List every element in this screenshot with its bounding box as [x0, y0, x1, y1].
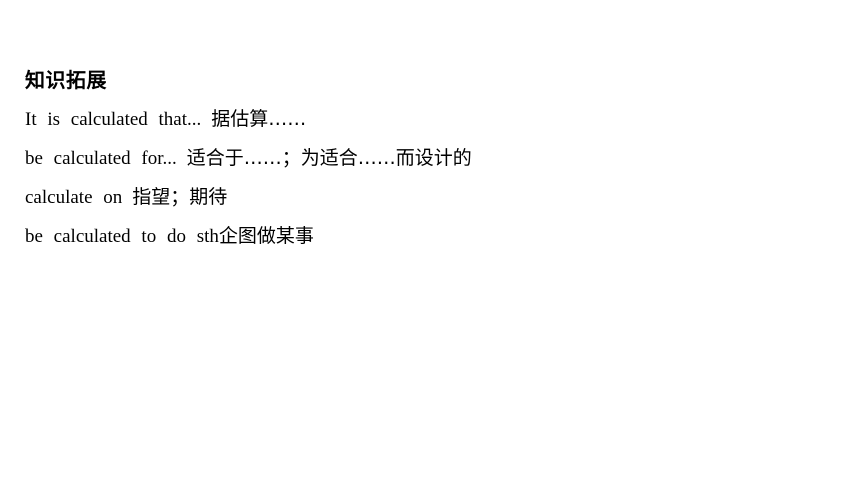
phrase-line: calculate on 指望；期待	[25, 182, 472, 221]
phrase-chinese: 据估算……	[211, 108, 307, 130]
phrase-english: calculate on	[25, 187, 123, 208]
phrase-list: It is calculated that... 据估算…… be calcul…	[25, 104, 472, 260]
phrase-chinese: 指望；期待	[132, 186, 228, 208]
phrase-english: It is calculated that...	[25, 109, 202, 130]
phrase-chinese: 企图做某事	[218, 225, 314, 247]
phrase-chinese: 适合于……；为适合……而设计的	[186, 147, 472, 169]
phrase-line: It is calculated that... 据估算……	[25, 104, 472, 143]
section-heading: 知识拓展	[25, 68, 107, 92]
phrase-english: be calculated for...	[25, 148, 177, 169]
phrase-line: be calculated for... 适合于……；为适合……而设计的	[25, 143, 472, 182]
phrase-line: be calculated to do sth企图做某事	[25, 221, 472, 260]
phrase-english: be calculated to do sth	[25, 226, 219, 247]
